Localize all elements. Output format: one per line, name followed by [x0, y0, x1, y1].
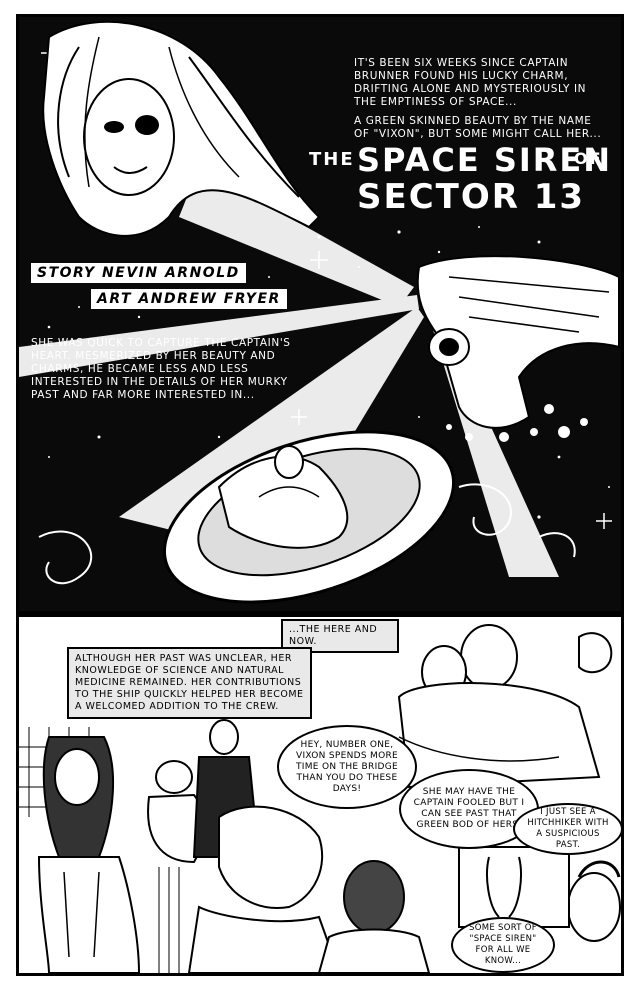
title-space-siren: SPACE SIREN [357, 141, 613, 179]
crew-dark-man [317, 860, 431, 973]
observation-window [458, 846, 570, 928]
balloon-space-siren: Some sort of "space siren" for all we kn… [451, 917, 555, 973]
crew-man-right [567, 860, 621, 942]
credit-story: Story Nevin Arnold [31, 263, 246, 283]
siren-portrait [42, 20, 321, 237]
crew-woman [37, 736, 141, 973]
crew-alien [147, 760, 205, 864]
title-sector: SECTOR 13 [357, 177, 586, 217]
title-of: OF [574, 149, 603, 168]
swirl-flourishes [38, 483, 576, 585]
past-caption: Although her past was unclear, her knowl… [67, 647, 312, 719]
captain-caption: She was quick to capture the Captain's h… [31, 337, 291, 401]
crew-man-foreground [187, 805, 341, 973]
crew-scene-art [19, 624, 621, 973]
balloon-number-one: Hey, Number One, Vixon spends more time … [277, 725, 417, 809]
intro-caption-line2: A green skinned beauty by the name of "V… [354, 115, 602, 140]
intro-caption: It's been six weeks since Captain Brunne… [354, 57, 609, 141]
credit-art: Art Andrew Fryer [91, 289, 287, 309]
intro-caption-line1: It's been six weeks since Captain Brunne… [354, 57, 587, 108]
bottom-panel-crew-scene: ...The here and now. Although her past w… [16, 614, 624, 976]
spaceship [416, 255, 620, 429]
top-panel-space-scene: It's been six weeks since Captain Brunne… [16, 14, 624, 614]
balloon-hitchhiker: I just see a hitchhiker with a suspiciou… [513, 803, 621, 855]
siren-pod [162, 430, 456, 604]
title-the: THE [309, 149, 355, 170]
space-scene-art [19, 20, 620, 604]
captain-and-vixon [397, 624, 613, 789]
